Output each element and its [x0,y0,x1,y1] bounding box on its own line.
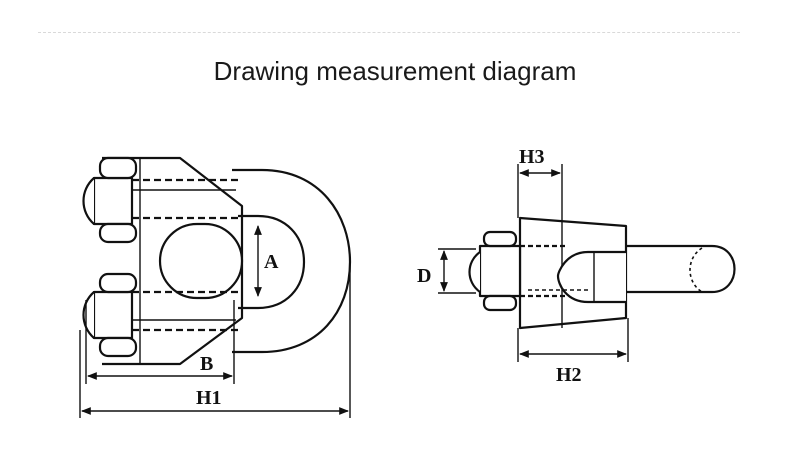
label-a: A [264,251,279,273]
label-b: B [200,353,213,375]
ferrule-side-view [468,216,736,330]
dimension-h3 [517,164,563,218]
u-bolt-outer [232,168,352,354]
dimension-h1 [79,262,351,418]
lower-hex-nut [82,272,138,358]
ferrule-slot [556,250,626,304]
dimension-h2 [517,318,629,362]
dimension-d [438,248,476,294]
top-divider [38,32,740,33]
upper-hex-nut [82,156,138,244]
label-d: D [417,265,431,287]
label-h2: H2 [556,364,582,386]
u-bolt-inner [238,214,306,310]
rope-end [600,244,736,294]
label-h3: H3 [519,146,545,168]
page-title: Drawing measurement diagram [213,56,577,86]
clip-side-view [82,156,352,366]
label-h1: H1 [196,387,222,409]
ferrule-hex-nut [468,230,522,312]
saddle-slot [158,222,244,300]
dimension-b [85,300,235,384]
